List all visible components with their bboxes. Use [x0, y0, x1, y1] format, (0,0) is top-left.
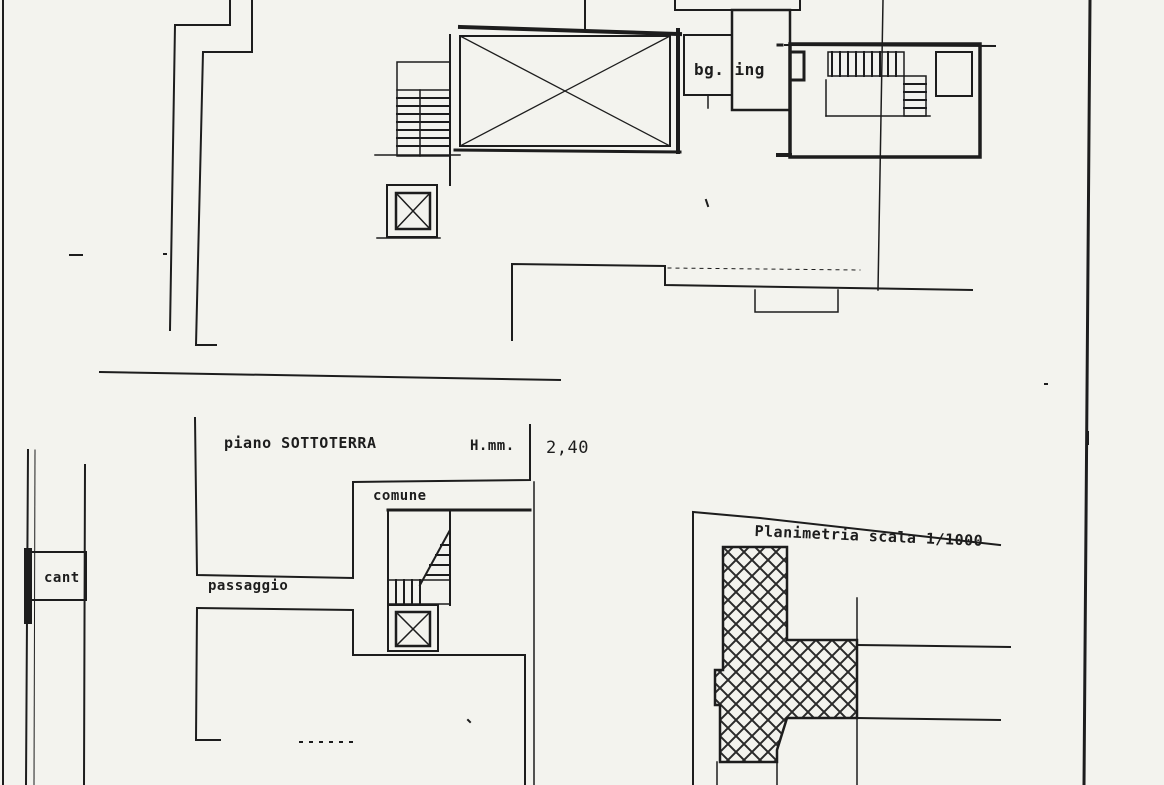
scan-specks	[69, 198, 1089, 743]
wall-upper-left-inner	[194, 0, 253, 346]
stair-upper-left	[374, 61, 461, 157]
bath-entry-rooms	[584, 0, 801, 112]
cellar-strip	[24, 448, 87, 785]
open-void-upper	[449, 24, 683, 186]
site-plan	[692, 510, 1012, 785]
step-outline	[754, 289, 839, 313]
wall-upper-left-outer	[168, 0, 231, 332]
label-bath-entry: bg. ing	[694, 60, 765, 79]
label-cellar: cant	[44, 570, 80, 586]
lift-shaft-upper	[376, 184, 441, 239]
sheet-border-right	[1082, 0, 1092, 785]
label-floor-title: piano SOTTOTERRA	[224, 434, 377, 452]
label-height-prefix: H.mm.	[470, 438, 515, 454]
label-passage: passaggio	[208, 578, 289, 594]
right-apartment-block	[776, 42, 997, 159]
boundary-line-upper-right	[877, 0, 884, 291]
dashed-line-courtyard	[667, 267, 861, 271]
basement-plan	[193, 416, 535, 785]
courtyard-outline	[511, 262, 974, 341]
section-separator	[98, 370, 562, 382]
site-building-footprint	[713, 545, 859, 764]
label-common: comune	[373, 488, 427, 504]
label-height-value: 2,40	[546, 438, 589, 458]
